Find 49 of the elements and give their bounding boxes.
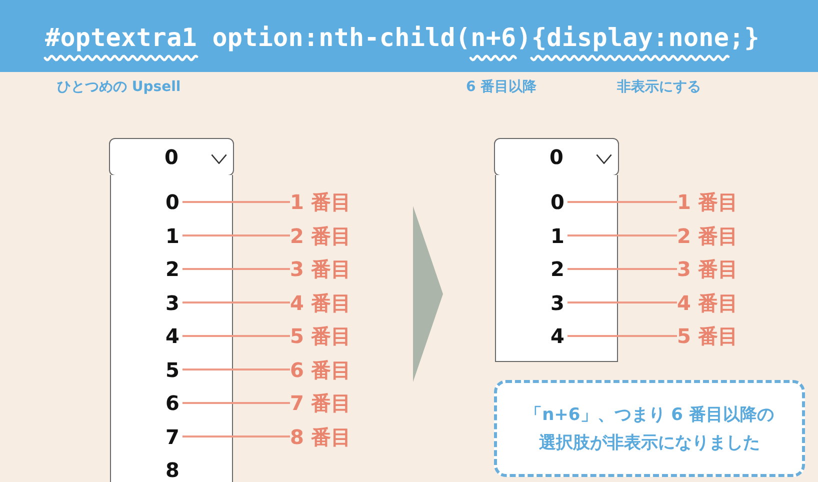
option-text: 0	[162, 191, 182, 213]
dropdown-list	[110, 175, 233, 482]
leader-line	[567, 234, 677, 236]
annotation-label: 6 番目以降	[466, 78, 537, 96]
leader-line	[182, 201, 290, 203]
dropdown-select: 0	[109, 138, 234, 176]
ordinal-label: 1 番目	[677, 190, 738, 214]
ordinal-label: 4 番目	[290, 290, 351, 314]
leader-line	[567, 201, 677, 203]
leader-line	[182, 368, 290, 370]
leader-line	[182, 402, 290, 404]
option-text: 4	[548, 325, 568, 347]
annotation-label: ひとつめの Upsell	[57, 78, 181, 96]
option-text: 5	[162, 358, 182, 380]
leader-line	[182, 268, 290, 270]
option-text: 2	[162, 258, 182, 280]
option-text: 7	[162, 426, 182, 448]
dropdown-select: 0	[494, 138, 619, 176]
ordinal-label: 3 番目	[677, 257, 738, 281]
dropdown-list	[495, 175, 618, 362]
option-text: 3	[548, 292, 568, 314]
ordinal-label: 5 番目	[290, 324, 351, 348]
ordinal-label: 6 番目	[290, 358, 351, 382]
ordinal-label: 3 番目	[290, 257, 351, 281]
ordinal-label: 5 番目	[677, 324, 738, 348]
ordinal-label: 4 番目	[677, 290, 738, 314]
option-text: 4	[162, 325, 182, 347]
option-text: 2	[548, 258, 568, 280]
ordinal-label: 1 番目	[290, 190, 351, 214]
code-title: #optextra1 option:nth-child(n+6){display:none;}	[45, 23, 760, 53]
option-text: 8	[162, 459, 182, 481]
leader-line	[182, 302, 290, 304]
ordinal-label: 2 番目	[290, 224, 351, 248]
option-text: 1	[162, 224, 182, 246]
leader-line	[182, 234, 290, 236]
option-text: 6	[162, 392, 182, 414]
note-panel: 「n+6」、つまり 6 番目以降の選択肢が非表示になりました	[494, 380, 805, 477]
leader-line	[567, 268, 677, 270]
annotation-label: 非表示にする	[617, 78, 701, 96]
option-text: 0	[548, 191, 568, 213]
leader-line	[567, 302, 677, 304]
leader-line	[182, 436, 290, 438]
ordinal-label: 7 番目	[290, 391, 351, 415]
leader-line	[182, 335, 290, 337]
ordinal-label: 2 番目	[677, 224, 738, 248]
ordinal-label: 8 番目	[290, 424, 351, 448]
option-text: 3	[162, 292, 182, 314]
option-text: 1	[548, 224, 568, 246]
leader-line	[567, 335, 677, 337]
